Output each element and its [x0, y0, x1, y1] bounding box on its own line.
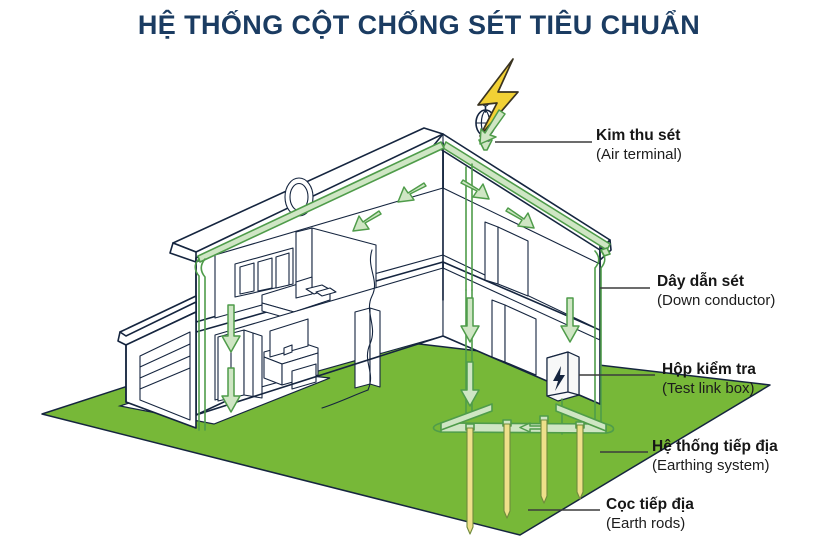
callout-title: Kim thu sét: [596, 127, 681, 144]
callout-air-terminal: Kim thu sét (Air terminal): [596, 126, 682, 164]
desk-and-monitor: [263, 318, 319, 390]
current-flow-arrows: [352, 179, 535, 232]
callout-down-conductor: Dây dẫn sét (Down conductor): [657, 272, 775, 310]
callout-leader-lines: [495, 141, 655, 511]
earth-rods: [466, 419, 584, 535]
test-link-box: [546, 351, 580, 435]
callout-subtitle: (Down conductor): [657, 292, 776, 309]
earth-rod: [503, 423, 511, 519]
wardrobe-furniture: [217, 329, 263, 402]
callout-title: Dây dẫn sét: [657, 273, 745, 290]
earth-rod: [576, 424, 584, 500]
earthing-system: [432, 403, 615, 434]
callout-subtitle: (Earthing system): [652, 457, 770, 474]
garage-door: [139, 331, 191, 421]
down-flow-arrows: [221, 297, 580, 413]
earth-rod: [540, 419, 548, 504]
callout-earth-rods: Cọc tiếp địa (Earth rods): [606, 495, 694, 533]
callout-title: Cọc tiếp địa: [606, 496, 694, 513]
callout-subtitle: (Test link box): [662, 380, 755, 397]
callout-subtitle: (Air terminal): [596, 146, 682, 163]
callout-title: Hộp kiểm tra: [662, 361, 756, 378]
callout-title: Hệ thống tiếp địa: [652, 438, 778, 455]
callout-subtitle: (Earth rods): [606, 515, 686, 532]
upper-window: [234, 247, 294, 298]
page-title: HỆ THỐNG CỘT CHỐNG SÉT TIÊU CHUẨN: [137, 10, 701, 40]
earth-rod: [466, 427, 474, 535]
callout-test-link-box: Hộp kiểm tra (Test link box): [662, 360, 756, 398]
callout-earthing-system: Hệ thống tiếp địa (Earthing system): [652, 437, 778, 475]
house-structure: [117, 127, 612, 429]
garage-wing: [117, 295, 197, 429]
strike-arrow: [479, 109, 506, 145]
